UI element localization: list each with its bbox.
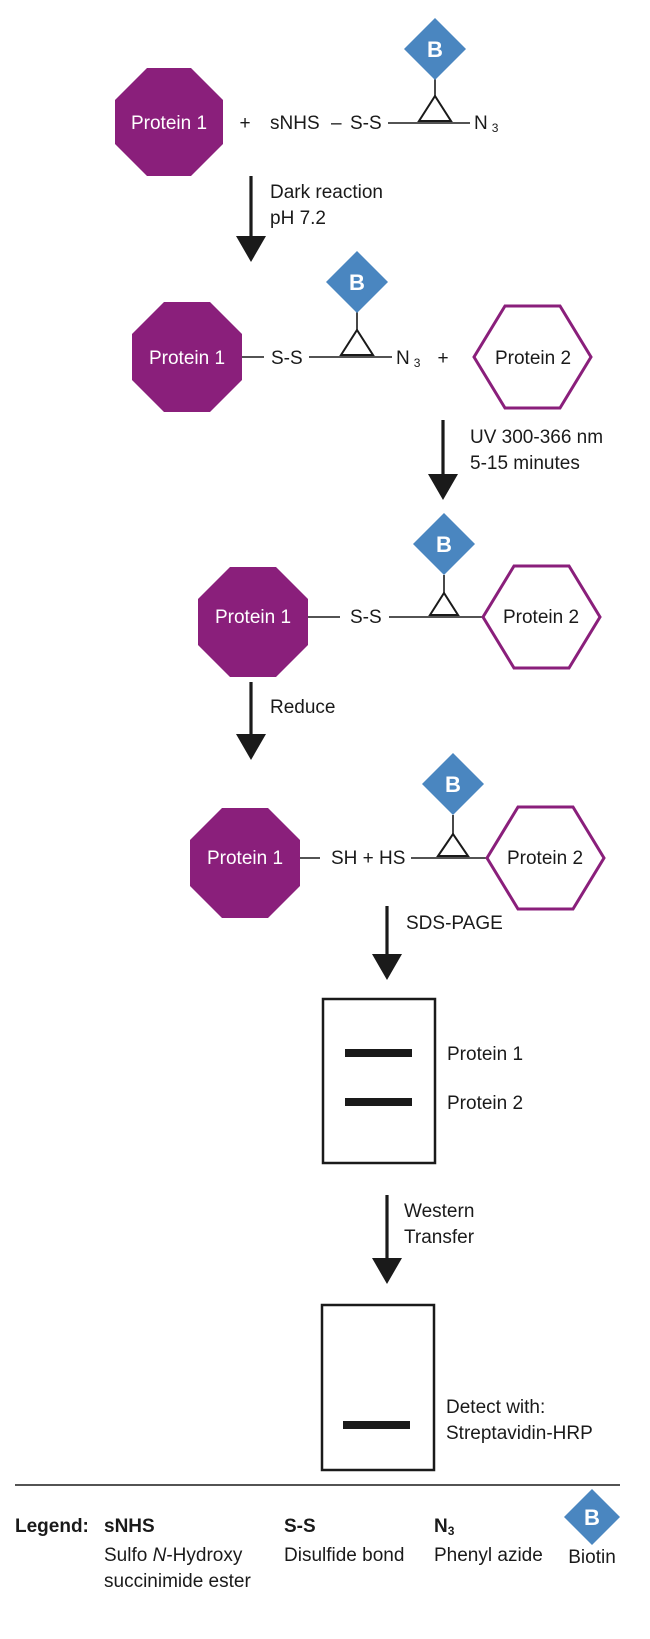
arrow-dark-reaction: Dark reaction pH 7.2 [236, 176, 383, 262]
gel-2-frame [320, 1303, 436, 1472]
band-protein-1 [345, 1049, 412, 1057]
protein-1-octagon [190, 808, 300, 918]
step-western-line2: Transfer [404, 1227, 475, 1248]
phenyl-ring [339, 328, 375, 356]
step-uv-line2: 5-15 minutes [470, 453, 580, 474]
plus-sign: + [437, 348, 448, 369]
protein-1-label: Protein 1 [207, 848, 283, 869]
legend-term-snhs: sNHS [104, 1516, 155, 1537]
biotin-diamond [422, 753, 484, 815]
gel-2: Detect with: Streptavidin-HRP [320, 1303, 593, 1472]
legend-desc-ss: Disulfide bond [284, 1545, 404, 1566]
legend-term-ss: S-S [284, 1516, 316, 1537]
protein-1-octagon [198, 567, 308, 677]
protein-1-octagon [115, 68, 223, 176]
protein-1-label: Protein 1 [215, 607, 291, 628]
legend-desc-n3: Phenyl azide [434, 1545, 543, 1566]
legend-biotin-letter: B [584, 1505, 600, 1530]
gel-2-text-line1: Detect with: [446, 1397, 545, 1418]
step-dark-reaction-line2: pH 7.2 [270, 208, 326, 229]
gel-1-band-label-2: Protein 2 [447, 1093, 523, 1114]
biotin-diamond [326, 251, 388, 313]
protein-2-label: Protein 2 [495, 348, 571, 369]
protein-2-hexagon [485, 805, 606, 911]
ss-label: S-S [350, 113, 382, 134]
ss-label: S-S [350, 607, 382, 628]
sh-hs-label: SH + HS [331, 848, 405, 869]
legend-desc-snhs-line1: Sulfo N-Hydroxy [104, 1545, 243, 1566]
snhs-label: sNHS [270, 113, 320, 134]
legend: Legend: sNHS Sulfo N-Hydroxy succinimide… [15, 1489, 620, 1592]
protein-2-label: Protein 2 [503, 607, 579, 628]
protein-1-label: Protein 1 [131, 113, 207, 134]
legend-biotin-diamond [564, 1489, 620, 1545]
arrow-reduce: Reduce [236, 682, 336, 760]
dash-label: – [331, 113, 342, 134]
step-uv-line1: UV 300-366 nm [470, 427, 603, 448]
arrow-western-transfer: Western Transfer [372, 1195, 475, 1284]
legend-term-n3: N3 [434, 1516, 455, 1538]
gel-1: Protein 1 Protein 2 [321, 997, 523, 1165]
biotin-label: B [445, 772, 461, 797]
phenyl-ring [428, 591, 460, 616]
band-biotin-detected [343, 1421, 410, 1429]
plus-sign: + [239, 113, 250, 134]
protein-1-label: Protein 1 [149, 348, 225, 369]
row-3: Protein 1 S-S B Protein 2 [198, 513, 602, 677]
row-4: Protein 1 SH + HS B Protein 2 [190, 753, 606, 918]
biotin-diamond [404, 18, 466, 80]
gel-2-text-line2: Streptavidin-HRP [446, 1423, 593, 1444]
biotin-diamond [413, 513, 475, 575]
phenyl-ring [436, 832, 470, 857]
step-sds-page: SDS-PAGE [406, 913, 503, 934]
protein-1-octagon [132, 302, 242, 412]
biotin-label: B [427, 37, 443, 62]
gel-1-band-label-1: Protein 1 [447, 1044, 523, 1065]
arrow-sds-page: SDS-PAGE [372, 906, 503, 980]
legend-desc-snhs-line2: succinimide ester [104, 1571, 251, 1592]
step-dark-reaction-line1: Dark reaction [270, 182, 383, 203]
legend-title: Legend: [15, 1516, 89, 1537]
protein-2-label: Protein 2 [507, 848, 583, 869]
protein-2-hexagon [472, 304, 593, 410]
legend-desc-biotin: Biotin [568, 1547, 616, 1568]
phenyl-ring [417, 94, 453, 122]
biotin-label: B [436, 532, 452, 557]
band-protein-2 [345, 1098, 412, 1106]
gel-1-frame [321, 997, 437, 1165]
protein-2-hexagon [481, 564, 602, 670]
arrow-uv: UV 300-366 nm 5-15 minutes [428, 420, 603, 500]
biotin-label: B [349, 270, 365, 295]
step-reduce: Reduce [270, 697, 336, 718]
step-western-line1: Western [404, 1201, 474, 1222]
ss-label: S-S [271, 348, 303, 369]
